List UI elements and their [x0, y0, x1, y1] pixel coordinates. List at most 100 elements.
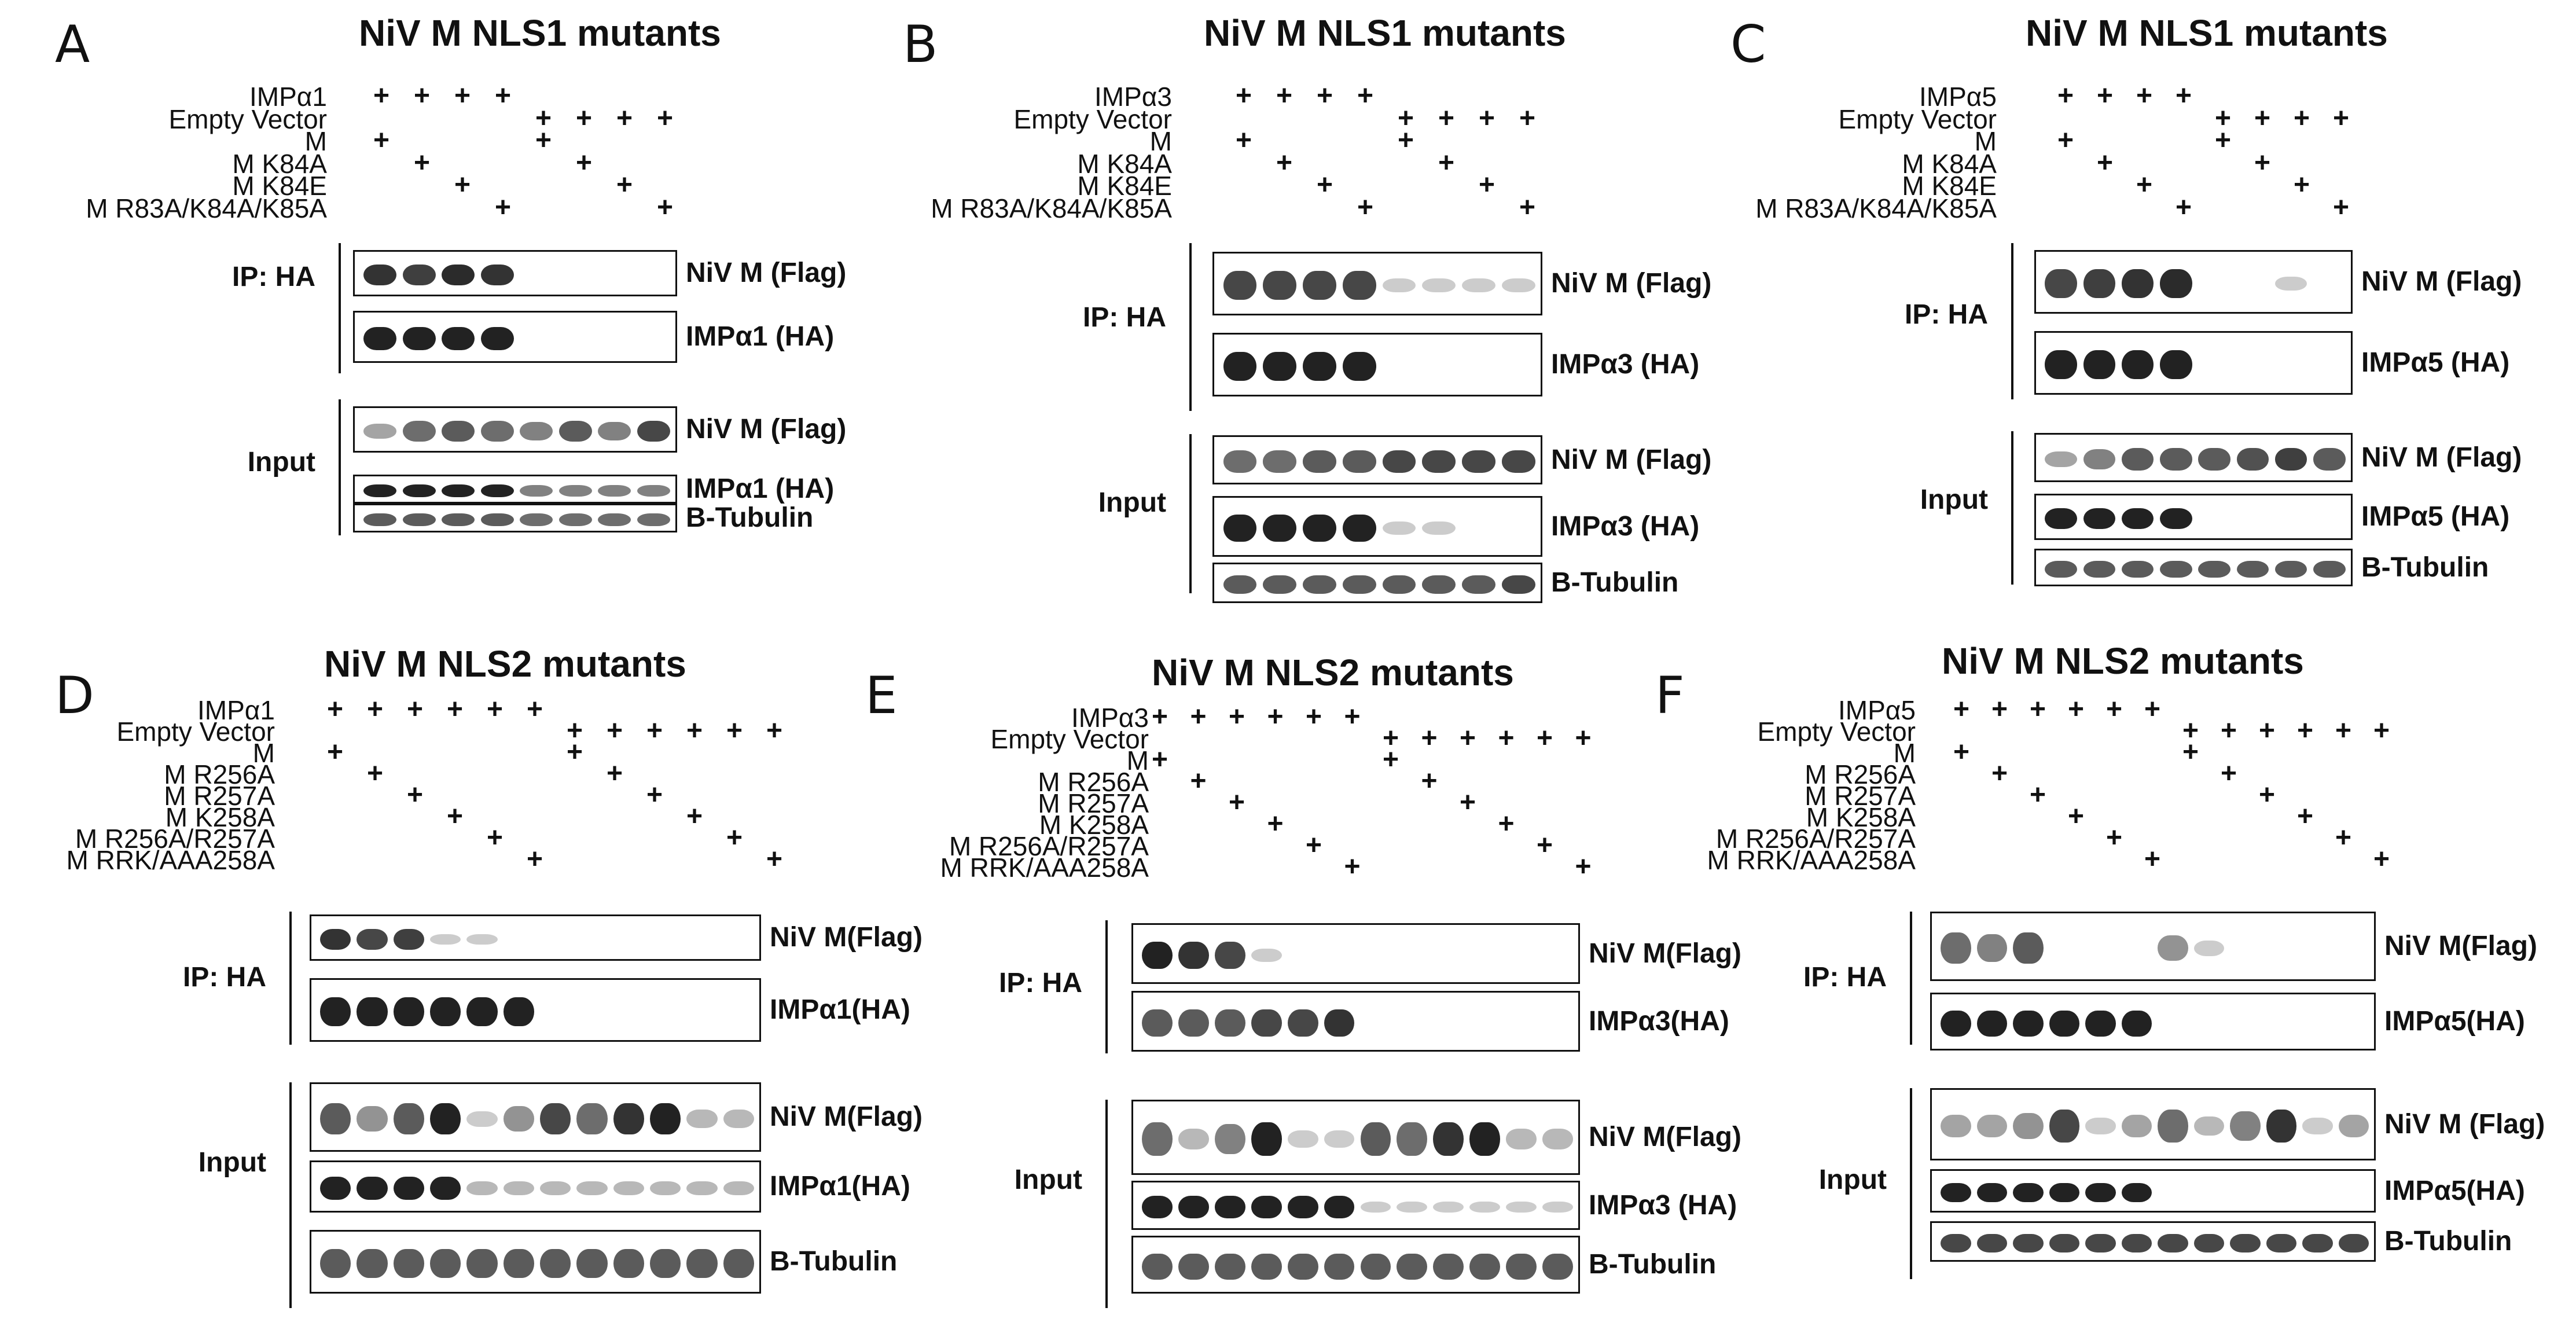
band: [2121, 1234, 2152, 1252]
condition-label: M R257A: [164, 781, 275, 811]
band: [2013, 932, 2044, 964]
blot-strip: [310, 1160, 761, 1213]
band: [637, 421, 670, 442]
band: [2085, 1234, 2116, 1252]
blot-strip: [1131, 1100, 1580, 1175]
plus-mark: +: [1479, 170, 1495, 200]
band: [1214, 1009, 1245, 1037]
band: [2198, 448, 2230, 471]
blot-strip: [310, 1082, 761, 1152]
group-bracket: [2011, 243, 2013, 399]
plus-mark: +: [487, 822, 504, 853]
plus-mark: +: [2136, 80, 2153, 111]
plus-mark: +: [1383, 744, 1399, 775]
plus-mark: +: [2259, 715, 2276, 746]
plus-mark: +: [1991, 694, 2008, 725]
condition-label: M R256A: [1038, 767, 1149, 797]
plus-mark: +: [1229, 701, 1245, 732]
plus-mark: +: [1317, 170, 1333, 200]
band: [2274, 448, 2307, 471]
plus-mark: +: [567, 737, 583, 767]
blot-strip: [1930, 993, 2376, 1050]
band: [430, 934, 461, 945]
group-bracket: [289, 912, 292, 1045]
plus-mark: +: [1236, 125, 1252, 156]
band: [1223, 450, 1257, 473]
band: [2158, 1110, 2188, 1143]
plus-mark: +: [2136, 170, 2153, 200]
plus-mark: +: [2215, 125, 2232, 156]
band: [1251, 1122, 1282, 1156]
plus-mark: +: [414, 80, 431, 111]
condition-label: M K84E: [232, 171, 327, 201]
band: [1263, 271, 1296, 300]
plus-mark: +: [407, 780, 424, 810]
plus-mark: +: [2057, 125, 2074, 156]
plus-mark: +: [1152, 701, 1168, 732]
band: [2236, 560, 2269, 578]
plus-mark: +: [576, 147, 593, 178]
band: [613, 1181, 644, 1196]
condition-label: M: [1893, 738, 1916, 768]
plus-mark: +: [2106, 694, 2123, 725]
band: [650, 1249, 681, 1278]
band: [480, 421, 514, 442]
blot-strip: [353, 406, 677, 453]
plus-mark: +: [1357, 192, 1374, 223]
plus-mark: +: [2254, 147, 2271, 178]
blot-label: IMPα5 (HA): [2361, 501, 2510, 532]
blot-strip: [1930, 912, 2376, 981]
band: [1223, 514, 1257, 542]
group-label: IP: HA: [1905, 299, 1988, 330]
plus-mark: +: [327, 737, 344, 767]
plus-mark: +: [527, 844, 543, 875]
condition-label: M K258A: [1039, 810, 1149, 840]
panel-letter: A: [55, 14, 90, 74]
band: [402, 326, 436, 351]
band: [1382, 278, 1416, 293]
band: [466, 1111, 498, 1127]
plus-mark: +: [2182, 737, 2199, 767]
band: [2121, 1010, 2152, 1037]
plus-mark: +: [2030, 694, 2046, 725]
band: [1506, 1129, 1537, 1149]
band: [2313, 448, 2346, 471]
plus-mark: +: [657, 102, 674, 134]
band: [558, 484, 592, 497]
band: [1342, 450, 1376, 473]
plus-mark: +: [1460, 787, 1476, 818]
band: [363, 424, 397, 439]
plus-mark: +: [2097, 80, 2114, 111]
band: [1223, 575, 1257, 594]
group-bracket: [339, 399, 341, 535]
plus-mark: +: [1344, 851, 1361, 882]
blot-label: NiV M(Flag): [1589, 938, 1741, 969]
condition-label: M R257A: [1038, 788, 1149, 818]
plus-mark: +: [1460, 723, 1476, 754]
group-bracket: [1105, 1100, 1108, 1308]
band: [2045, 560, 2077, 578]
band: [402, 265, 436, 285]
band: [2013, 1234, 2044, 1252]
plus-mark: +: [2335, 822, 2352, 853]
plus-mark: +: [2297, 715, 2314, 746]
group-bracket: [339, 243, 341, 373]
band: [2274, 276, 2307, 291]
band: [2121, 560, 2154, 578]
plus-mark: +: [414, 147, 431, 178]
blot-label: IMPα3 (HA): [1551, 349, 1700, 380]
band: [1360, 1122, 1391, 1156]
band: [576, 1103, 608, 1134]
band: [686, 1249, 718, 1278]
plus-mark: +: [726, 715, 743, 746]
blot-label: IMPα1 (HA): [686, 473, 835, 504]
band: [1382, 575, 1416, 594]
condition-label: M RRK/AAA258A: [66, 845, 275, 875]
band: [503, 997, 534, 1026]
plus-mark: +: [2333, 102, 2350, 134]
condition-label: M RRK/AAA258A: [1707, 845, 1916, 875]
blot-label: IMPα5(HA): [2384, 1175, 2525, 1206]
band: [1422, 450, 1456, 473]
blot-label: NiV M (Flag): [686, 258, 847, 288]
